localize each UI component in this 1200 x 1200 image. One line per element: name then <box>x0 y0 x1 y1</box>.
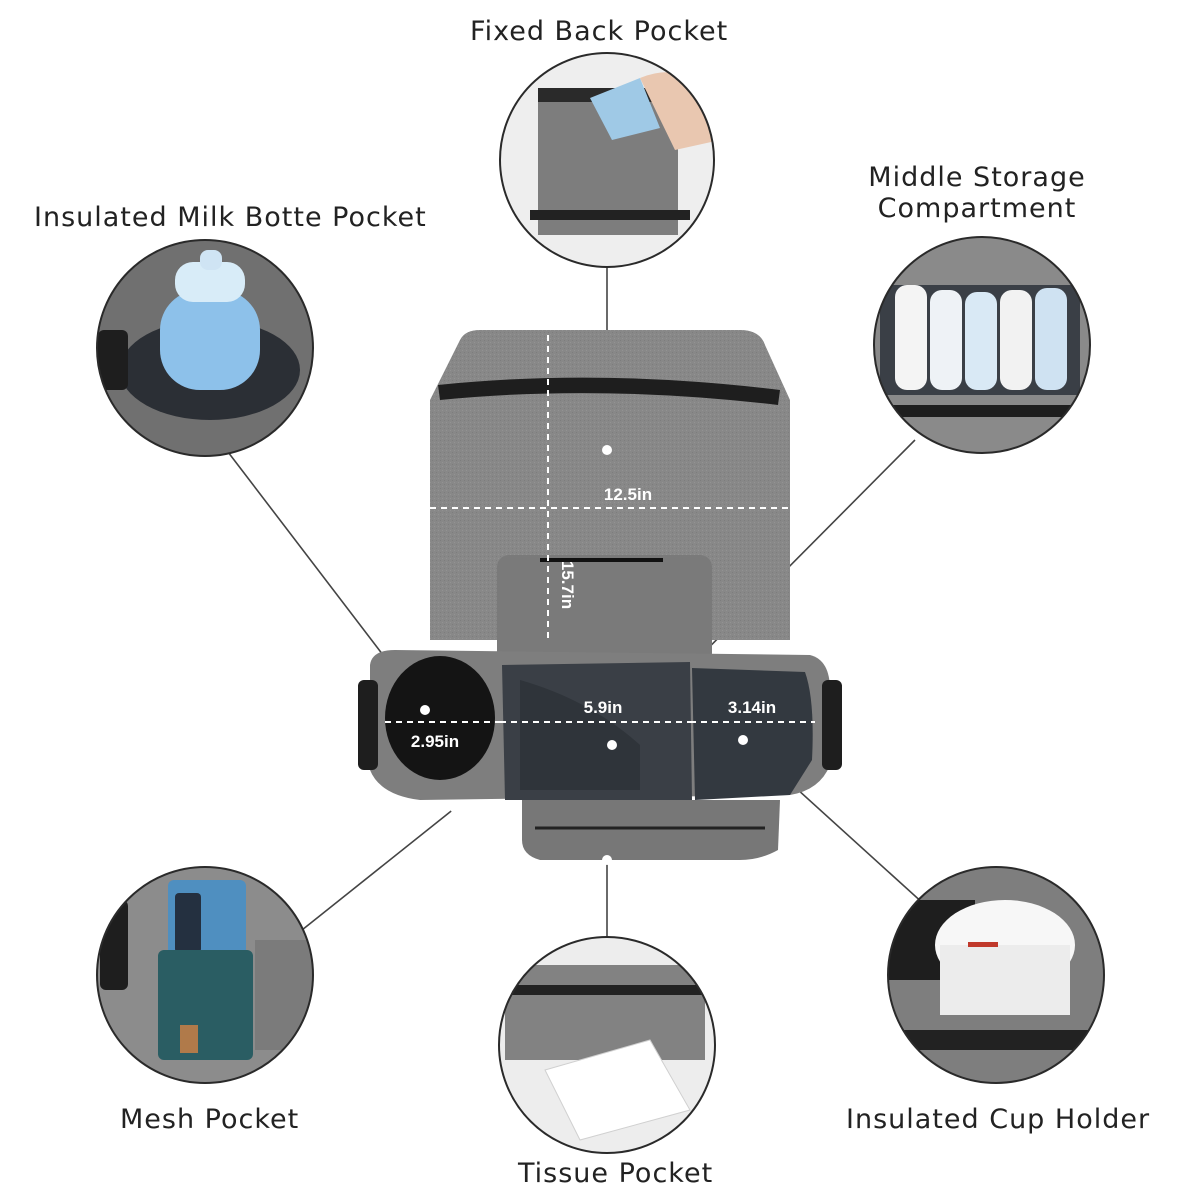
front-zip-pocket <box>497 555 712 665</box>
fixed-back-pocket-label: Fixed Back Pocket <box>470 16 729 47</box>
stroller-organizer-illustration: 12.5in 15.7in 2.95in 5.9in 3.14in <box>358 330 842 865</box>
middle-storage-label: Middle Storage Compartment <box>868 162 1086 224</box>
milk-bottle-pocket-label: Insulated Milk Botte Pocket <box>34 202 427 233</box>
mesh-pocket-detail <box>96 866 314 1084</box>
middle-width-dimension: 5.9in <box>584 698 623 717</box>
middle-storage-detail <box>873 236 1091 454</box>
tissue-pocket-detail <box>498 936 716 1154</box>
height-dimension: 15.7in <box>558 561 577 609</box>
fixed-back-pocket-detail <box>499 52 715 268</box>
right-compartment-lining <box>692 668 813 800</box>
tissue-pocket-label: Tissue Pocket <box>518 1158 714 1189</box>
middle-storage-label-line2: Compartment <box>877 193 1077 224</box>
top-strap <box>438 377 780 405</box>
cup-diameter-dimension: 3.14in <box>728 698 776 717</box>
width-dimension: 12.5in <box>604 485 652 504</box>
milk-bottle-pocket-detail <box>96 239 314 457</box>
mesh-pocket-label: Mesh Pocket <box>120 1104 300 1135</box>
bottle-holder-opening <box>385 656 495 780</box>
middle-storage-label-line1: Middle Storage <box>868 162 1086 193</box>
insulated-cup-holder-label: Insulated Cup Holder <box>846 1104 1151 1135</box>
bottle-diameter-dimension: 2.95in <box>411 732 459 751</box>
cup-holder-detail <box>887 866 1105 1084</box>
